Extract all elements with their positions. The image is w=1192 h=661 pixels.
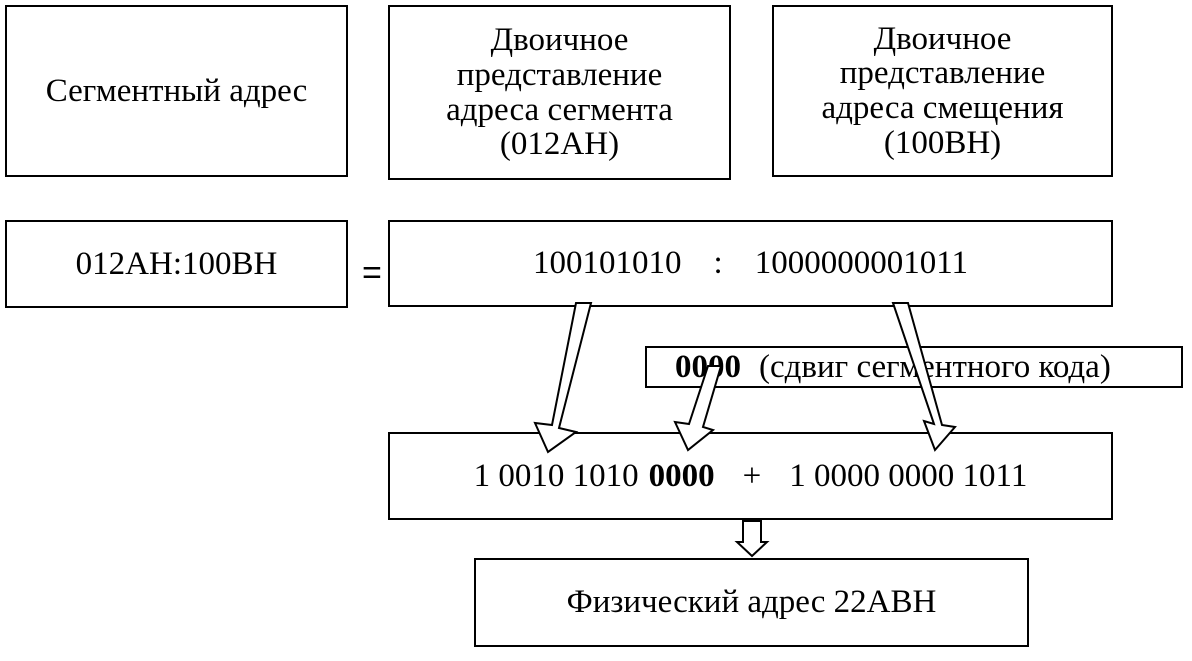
bits-separator: : [713, 245, 723, 282]
equals-sign: = [362, 254, 382, 292]
segment-address-label: Сегментный адрес [45, 72, 308, 109]
offset-binary-line1: Двоичное [873, 20, 1012, 57]
segment-binary-line3: адреса сегмента [446, 91, 673, 128]
logical-address-box: 012AH:100BH [5, 220, 348, 308]
segment-binary-line2: представление [456, 56, 663, 93]
offset-binary-line2: представление [839, 55, 1046, 92]
physical-address: Физический адрес 22ABH [566, 584, 937, 621]
segment-binary-line4: (012AH) [499, 126, 620, 163]
shift-note-zeros: 0000 [675, 348, 741, 385]
segment-binary-box: Двоичное представление адреса сегмента (… [388, 5, 731, 180]
sum-box: 1 0010 1010 0000 + 1 0000 0000 1011 [388, 432, 1113, 520]
segment-binary-line1: Двоичное [490, 22, 629, 59]
sum-plus: + [742, 457, 762, 494]
segment-arrow [533, 302, 593, 454]
segment-address-label-box: Сегментный адрес [5, 5, 348, 177]
offset-binary-line3: адреса смещения [821, 90, 1064, 126]
segment-bits: 100101010 [533, 245, 682, 282]
shift-note-text: (сдвиг сегментного кода) [759, 348, 1111, 385]
offset-binary-box: Двоичное представление адреса смещения (… [772, 5, 1113, 177]
sum-segment-part: 1 0010 1010 [473, 457, 639, 494]
result-arrow [734, 520, 770, 558]
logical-address: 012AH:100BH [75, 245, 278, 282]
offset-binary-line4: (100BH) [883, 124, 1002, 161]
sum-shift-zeros: 0000 [648, 457, 715, 494]
offset-bits: 1000000001011 [754, 245, 968, 282]
sum-offset-part: 1 0000 0000 1011 [789, 457, 1028, 494]
binary-pair-box: 100101010 : 1000000001011 [388, 220, 1113, 307]
physical-address-box: Физический адрес 22ABH [474, 558, 1029, 647]
shift-note-box: 0000 (сдвиг сегментного кода) [645, 346, 1183, 388]
